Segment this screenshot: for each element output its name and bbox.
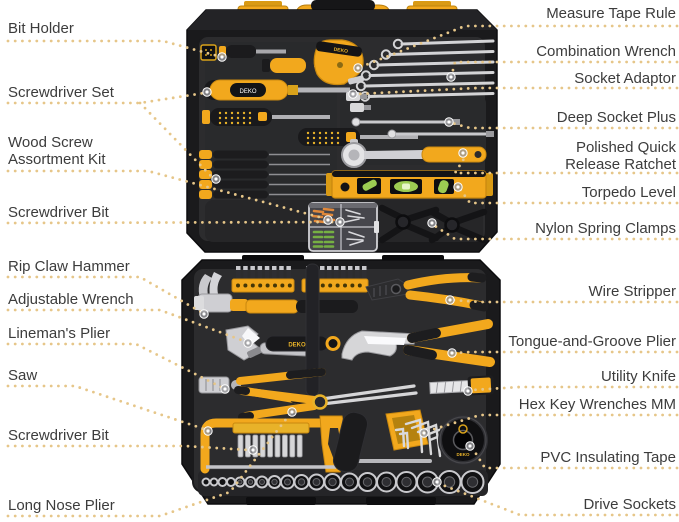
callout-saw: Saw	[8, 367, 38, 384]
brand-on-tape-roll: DEKO	[456, 452, 470, 457]
drive-sockets-illustration	[201, 470, 485, 494]
leader-screwdriver-bit-top	[6, 220, 338, 225]
callout-ratchet: Polished Quick Release Ratchet	[565, 139, 676, 173]
leader-drive-sockets	[438, 482, 679, 517]
callout-leader-lines	[6, 24, 679, 518]
bit-set-illustration	[232, 422, 310, 458]
brand-on-handle: DEKO	[288, 343, 306, 349]
brand-on-tape: DEKO	[333, 47, 348, 55]
leader-wire-stripper	[451, 298, 679, 304]
callout-utility-knife: Utility Knife	[600, 368, 676, 385]
spring-clamps-illustration	[378, 204, 488, 244]
leader-socket-adaptor	[355, 86, 679, 96]
callout-torpedo-level: Torpedo Level	[581, 184, 676, 201]
toolbox-top-case: DEKO	[186, 0, 498, 253]
screwdriver-bit-strips-illustration	[231, 266, 369, 293]
callout-long-nose-plier: Long Nose Plier	[8, 497, 115, 514]
callout-linemans-plier: Lineman's Plier	[8, 325, 111, 342]
leader-screwdriver-bit-bottom	[6, 444, 251, 452]
leader-linemans-plier	[6, 342, 223, 389]
precision-screwdrivers-illustration	[199, 150, 330, 199]
callout-bit-holder: Bit Holder	[8, 20, 74, 37]
combination-wrenches-illustration	[355, 38, 495, 102]
callout-anchor-markers	[199, 52, 475, 487]
wire-stripper-illustration	[365, 272, 489, 312]
leader-spring-clamps	[433, 224, 679, 241]
callout-nylon-spring-clamps: Nylon Spring Clamps	[535, 220, 676, 237]
leader-screwdriver-set	[6, 91, 206, 105]
callout-wood-screw-kit: Wood Screw Assortment Kit	[8, 134, 106, 168]
deep-socket-extension-illustration	[351, 117, 494, 139]
leader-saw	[6, 384, 206, 431]
leader-measure-tape	[361, 24, 679, 68]
callout-pvc-insulating-tape: PVC Insulating Tape	[540, 449, 676, 466]
callout-hex-key-wrenches: Hex Key Wrenches MM	[518, 396, 676, 413]
driver-handle-illustration	[332, 411, 369, 473]
callout-tongue-groove-plier: Tongue-and-Groove Plier	[508, 333, 676, 350]
callout-screwdriver-bit-bottom: Screwdriver Bit	[8, 427, 109, 444]
leader-pvc-tape	[471, 447, 679, 470]
callout-measure-tape-rule: Measure Tape Rule	[546, 5, 676, 22]
torpedo-level-illustration	[326, 170, 493, 199]
leader-rip-claw-hammer	[6, 275, 203, 314]
callout-adjustable-wrench: Adjustable Wrench	[8, 291, 134, 308]
ratchet-illustration	[341, 139, 487, 168]
leader-bit-holder	[6, 39, 220, 58]
measure-tape-illustration: DEKO	[313, 39, 365, 86]
callout-screwdriver-bit-top: Screwdriver Bit	[8, 204, 109, 221]
toolbox-bottom-case: DEKO	[181, 255, 501, 505]
callout-wire-stripper: Wire Stripper	[588, 283, 676, 300]
leader-tongue-groove-plier	[454, 350, 679, 355]
screwdriver-handle-illustration: DEKO	[265, 335, 341, 352]
callout-deep-socket-plus: Deep Socket Plus	[556, 109, 676, 126]
leader-utility-knife	[470, 385, 679, 392]
wood-screw-kit-illustration	[308, 202, 379, 252]
leader-screwdriver-set-2	[138, 101, 214, 179]
leader-hex-keys	[426, 413, 679, 433]
long-nose-plier-illustration	[234, 384, 418, 421]
leader-adjustable-wrench	[6, 308, 246, 343]
leader-ratchet	[452, 155, 679, 175]
callout-screwdriver-set: Screwdriver Set	[8, 84, 114, 101]
callout-drive-sockets: Drive Sockets	[583, 496, 676, 513]
callout-rip-claw-hammer: Rip Claw Hammer	[8, 258, 130, 275]
brand-on-screwdriver: DEKO	[239, 89, 256, 95]
leader-combination-wrench	[450, 60, 679, 76]
pvc-tape-illustration: DEKO	[438, 415, 488, 465]
callout-combination-wrench: Combination Wrench	[536, 43, 676, 60]
callout-socket-adaptor: Socket Adaptor	[574, 70, 676, 87]
